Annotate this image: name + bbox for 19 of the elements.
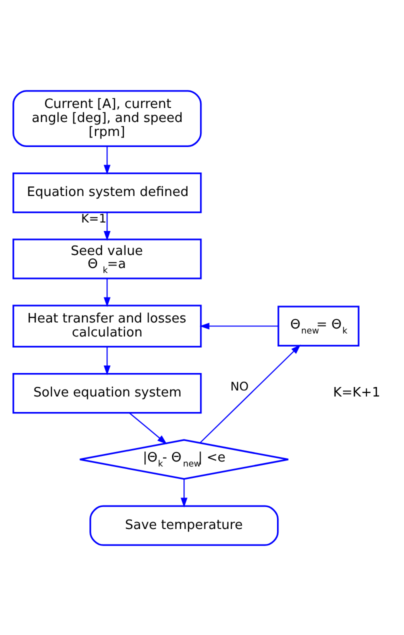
node-box: Solve equation system [12, 372, 202, 414]
node-box: Θ$_{new}$= Θ$_{k}$ [277, 305, 359, 346]
node-box: Save temperature [89, 504, 278, 546]
node-diamond: |Θ$_{k}$- Θ$_{new}$| <e [78, 438, 289, 480]
label: K=K+1 [332, 385, 380, 400]
node-box: Seed value Θ $_{k}$=a [12, 238, 202, 279]
arrow [128, 412, 167, 444]
arrow [199, 344, 300, 443]
arrow [103, 146, 110, 174]
arrow [180, 478, 187, 507]
node-box: Equation system defined [12, 172, 202, 213]
edge-label: NO [230, 379, 248, 394]
arrow [199, 322, 278, 330]
node-box: Current [A], current angle [deg], and speed [rpm] [12, 90, 202, 146]
arrow [103, 278, 110, 307]
edge-label: K=1 [80, 210, 106, 225]
node-box: Heat transfer and losses calculation [12, 304, 202, 348]
arrow [103, 346, 110, 375]
arrow [103, 212, 110, 240]
